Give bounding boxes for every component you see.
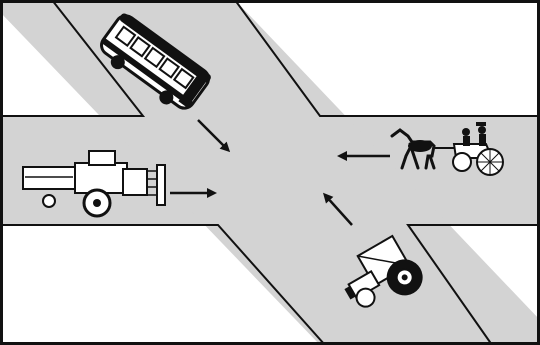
edge-bottom-right <box>406 224 540 345</box>
tractor-icon <box>344 234 423 308</box>
edge-top-right <box>234 0 540 117</box>
horse-carriage-icon <box>390 122 504 176</box>
movement-arrows <box>170 119 390 226</box>
combine-harvester-icon <box>22 150 166 218</box>
edge-bottom-left <box>0 224 326 345</box>
tractor-arrow <box>322 192 353 226</box>
edge-top-left <box>0 0 146 117</box>
bus-icon <box>100 13 211 110</box>
bus-arrow <box>197 119 231 153</box>
